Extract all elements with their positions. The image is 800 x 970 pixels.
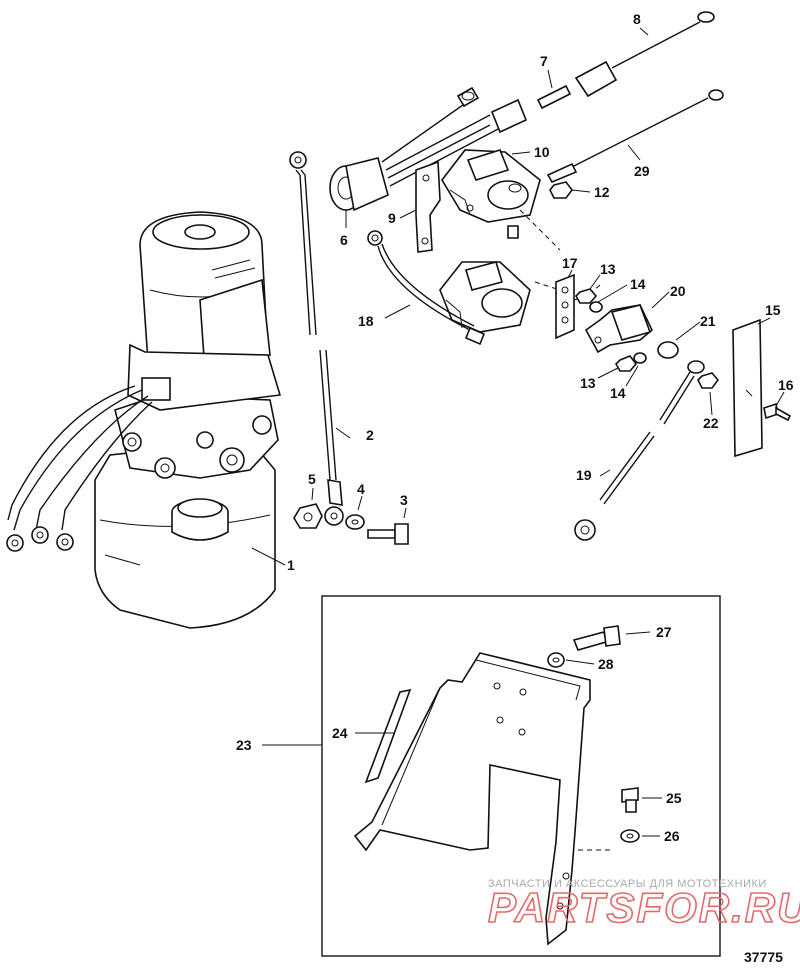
callout-4: 4 — [357, 481, 365, 497]
watermark-brand: PARTSFOR.RU — [488, 884, 800, 931]
nut-22 — [697, 372, 720, 389]
callout-24: 24 — [332, 725, 348, 741]
callout-17: 17 — [562, 255, 578, 271]
nut-12 — [549, 181, 573, 199]
callout-29: 29 — [634, 163, 650, 179]
callout-27: 27 — [656, 624, 672, 640]
callout-14b: 14 — [610, 385, 626, 401]
callout-6: 6 — [340, 232, 348, 248]
callout-13: 13 — [600, 261, 616, 277]
plate-15 — [732, 318, 763, 458]
callout-2: 2 — [366, 427, 374, 443]
solenoid-10 — [441, 149, 541, 223]
callout-15: 15 — [765, 302, 781, 318]
callout-12: 12 — [594, 184, 610, 200]
hardware-3-4-5 — [293, 503, 409, 545]
callout-labels: 1 2 3 4 5 6 7 8 9 10 12 13 13 14 14 15 1… — [236, 11, 794, 844]
callout-25: 25 — [666, 790, 682, 806]
callout-23: 23 — [236, 737, 252, 753]
bracket-9 — [415, 160, 441, 253]
callout-14: 14 — [630, 276, 646, 292]
callout-leaders — [251, 27, 785, 837]
callout-28: 28 — [598, 656, 614, 672]
callout-7: 7 — [540, 53, 548, 69]
nuts-13-14 — [575, 288, 647, 372]
callout-8: 8 — [633, 11, 641, 27]
bolt-7-wire-8 — [536, 11, 715, 110]
callout-16: 16 — [778, 377, 794, 393]
watermark: ЗАПЧАСТИ И АКСЕССУАРЫ ДЛЯ МОТОТЕХНИКИ PA… — [487, 878, 800, 932]
callout-21: 21 — [700, 313, 716, 329]
callout-3: 3 — [400, 492, 408, 508]
pump-assembly — [6, 211, 282, 629]
callout-13b: 13 — [580, 375, 596, 391]
callout-26: 26 — [664, 828, 680, 844]
callout-5: 5 — [308, 471, 316, 487]
ground-cable-2 — [289, 151, 344, 526]
callout-19: 19 — [576, 467, 592, 483]
screw-16 — [763, 402, 792, 422]
figure-number: 37775 — [744, 949, 783, 965]
callout-9: 9 — [388, 210, 396, 226]
washer-21 — [657, 341, 679, 359]
harness-6 — [329, 86, 528, 212]
callout-22: 22 — [703, 415, 719, 431]
mounting-plate-17 — [555, 273, 575, 340]
callout-20: 20 — [670, 283, 686, 299]
cable-19 — [574, 360, 705, 541]
wire-18 — [367, 230, 486, 346]
callout-18: 18 — [358, 313, 374, 329]
circuit-breaker-20 — [584, 304, 653, 354]
inset-bracket-kit — [321, 595, 721, 957]
wire-29 — [546, 89, 724, 184]
watermark-tagline: ЗАПЧАСТИ И АКСЕССУАРЫ ДЛЯ МОТОТЕХНИКИ — [488, 878, 767, 890]
solenoid-lower — [439, 225, 531, 333]
callout-10: 10 — [534, 144, 550, 160]
callout-1: 1 — [287, 557, 295, 573]
